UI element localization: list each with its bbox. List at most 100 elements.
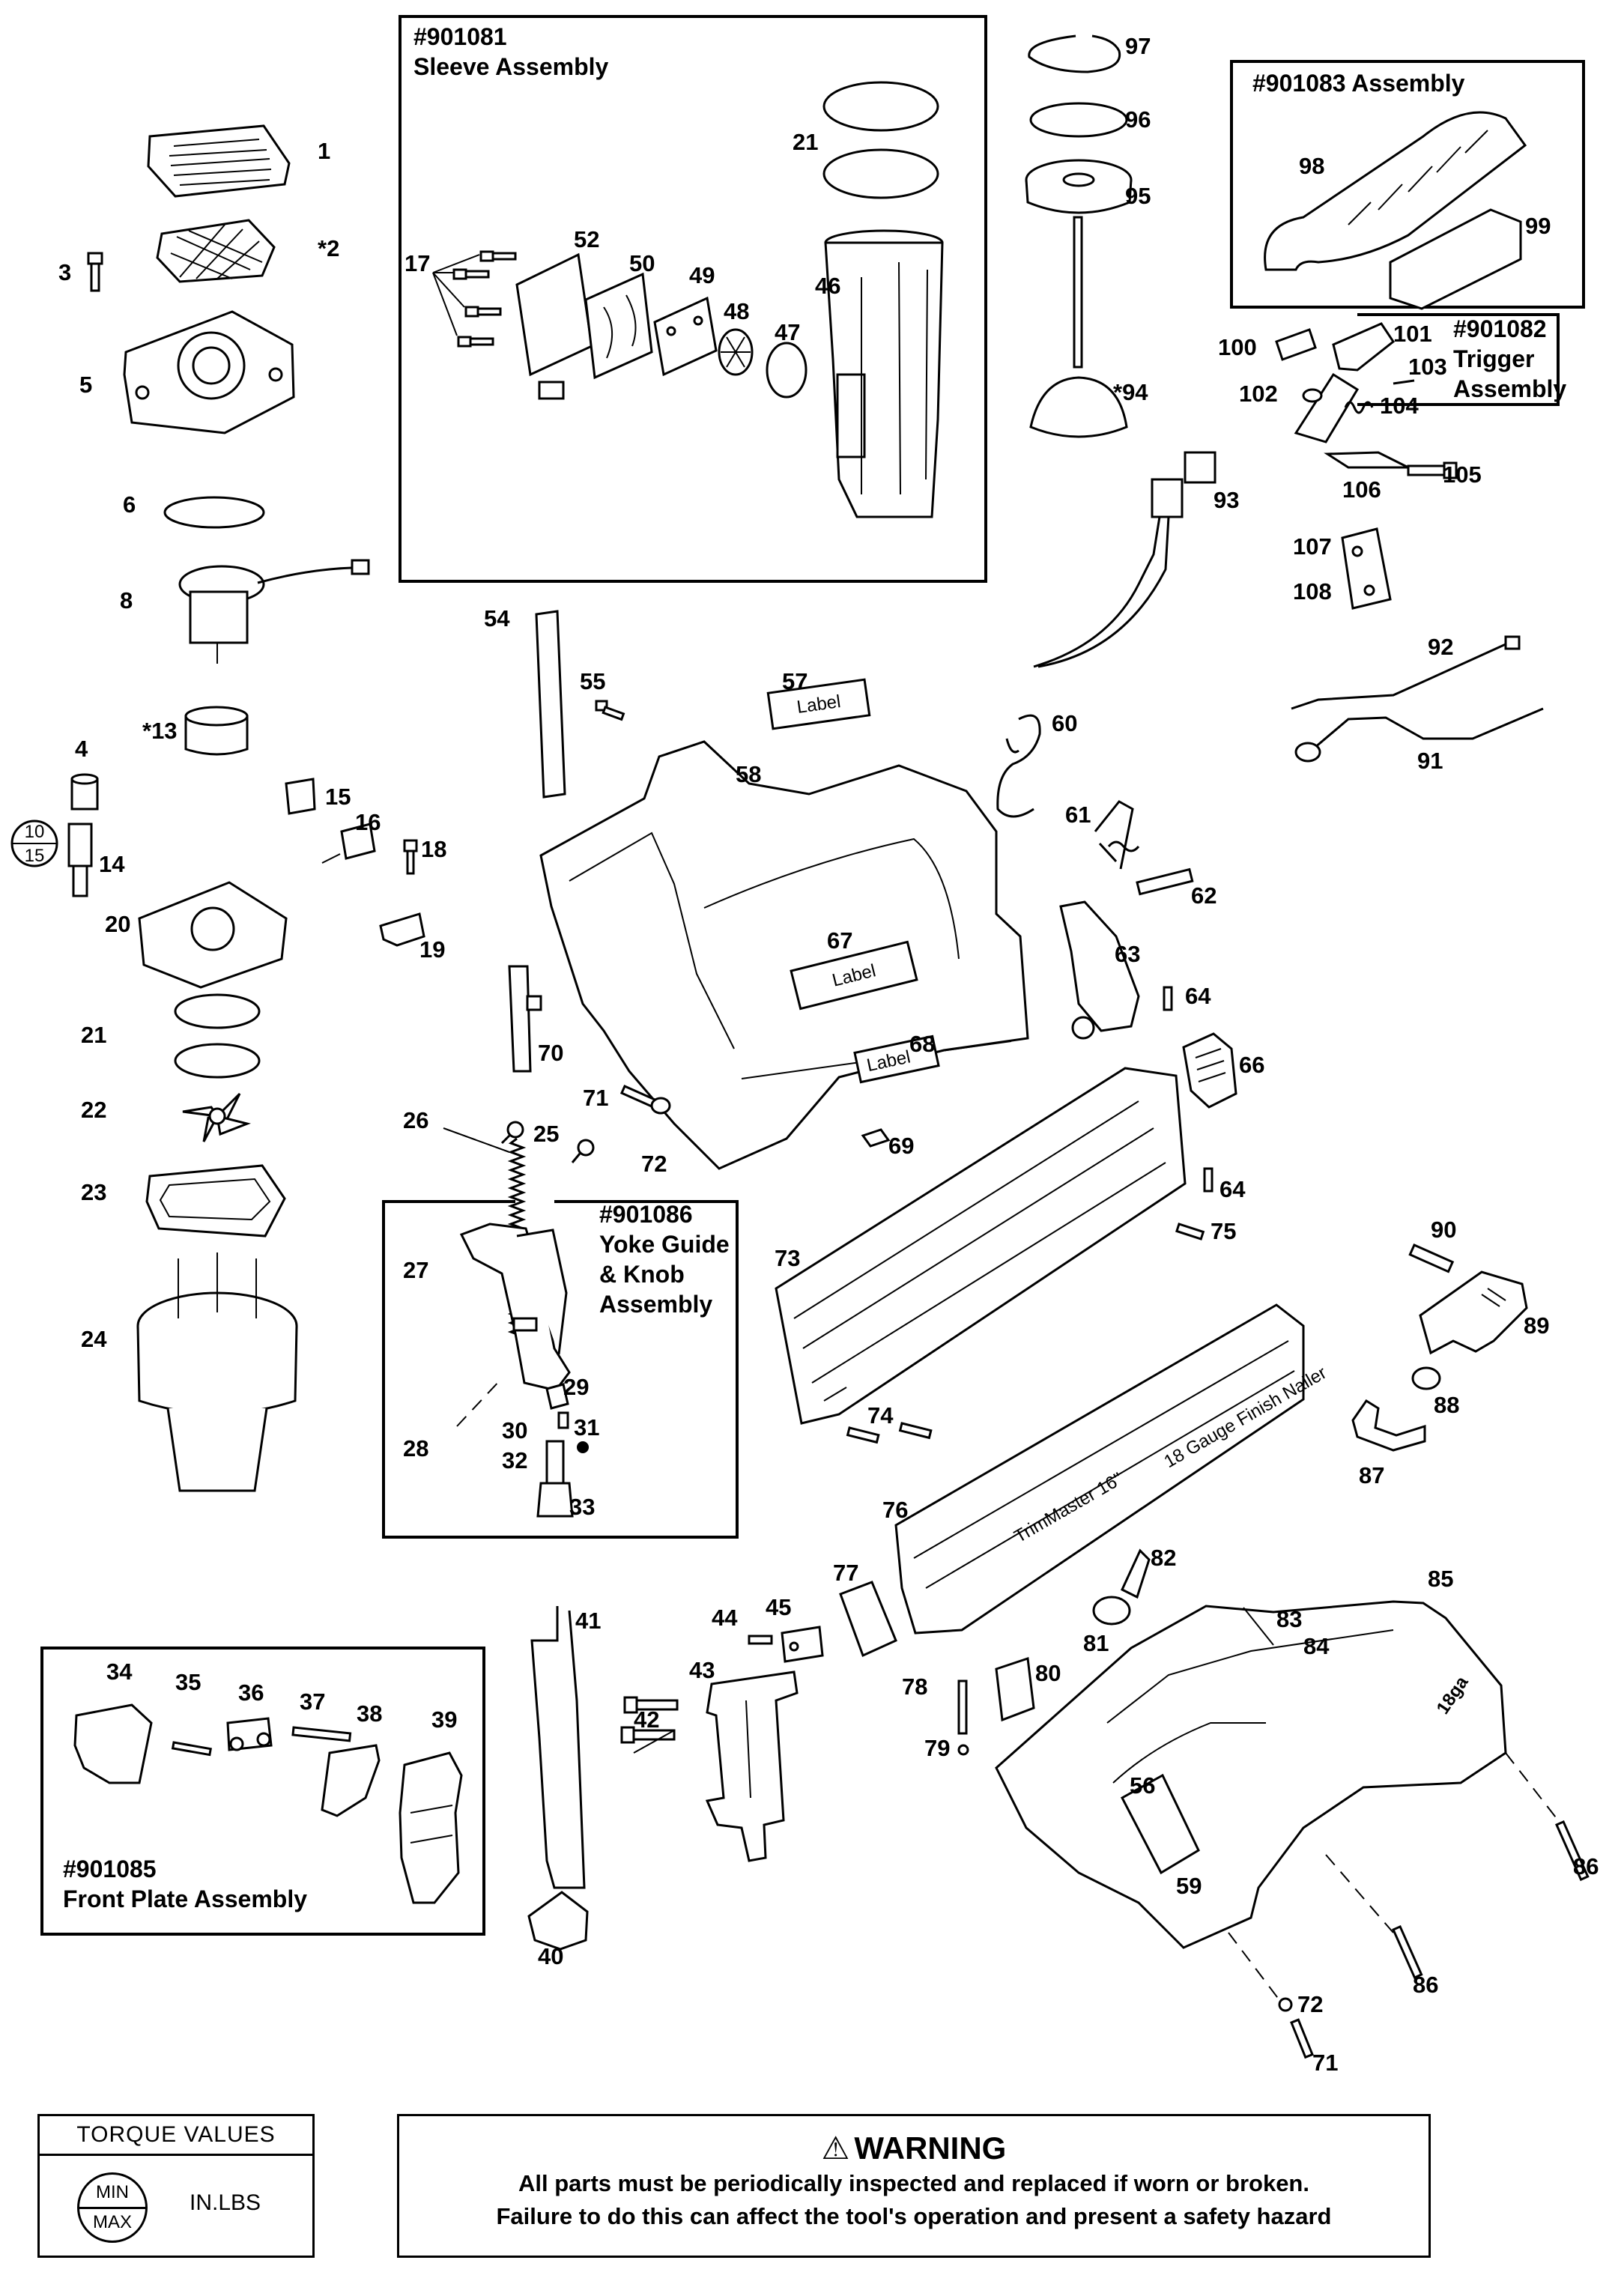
callout-108: 108 [1293, 578, 1332, 605]
callout-98: 98 [1299, 153, 1324, 179]
svg-text:& Knob: & Knob [599, 1261, 685, 1288]
callout-37: 37 [300, 1688, 325, 1715]
callout-59: 59 [1176, 1873, 1202, 1899]
callout-64-lower: 64 [1219, 1176, 1246, 1202]
part-81-roller [1092, 1596, 1131, 1626]
part-104-spring [1344, 401, 1374, 414]
callout-21-upper: 21 [793, 129, 818, 155]
part-105-screw [1407, 461, 1458, 479]
callout-73: 73 [775, 1245, 800, 1271]
part-102-pin [1302, 388, 1323, 403]
part-66-cover [1182, 1032, 1237, 1109]
callout-97: 97 [1125, 33, 1151, 59]
callout-2: *2 [318, 235, 339, 261]
part-4-bushing [70, 773, 99, 811]
callout-95: 95 [1125, 183, 1151, 209]
callout-76: 76 [882, 1497, 908, 1523]
part-35-pin [171, 1741, 212, 1757]
callout-105: 105 [1443, 461, 1482, 488]
part-14-spark-plug [67, 823, 93, 897]
sleeve-screws-17 [432, 250, 517, 348]
part-41-wire-rod [530, 1606, 586, 1889]
part-62-pin [1136, 867, 1194, 896]
callout-52: 52 [574, 226, 599, 252]
svg-text:#901083 Assembly: #901083 Assembly [1252, 70, 1465, 97]
warning-triangle-icon: ⚠ [821, 2130, 850, 2166]
callout-78: 78 [902, 1673, 927, 1700]
part-22-fan [182, 1092, 251, 1142]
callout-93: 93 [1214, 487, 1239, 513]
callout-80: 80 [1035, 1660, 1061, 1686]
part-13-sleeve [184, 706, 249, 756]
callout-14: 14 [99, 851, 125, 877]
callout-35: 35 [175, 1669, 201, 1695]
part-18-screw [403, 839, 418, 875]
callout-91: 91 [1417, 748, 1443, 774]
handle-assembly-box: #901083 Assembly [1230, 60, 1585, 309]
part-95-piston [1025, 159, 1133, 369]
callout-13: *13 [142, 718, 178, 744]
callout-85: 85 [1428, 1566, 1453, 1592]
part-3-screw [87, 252, 103, 292]
callout-102: 102 [1239, 381, 1278, 407]
part-34-cover [73, 1703, 153, 1784]
part-86-bolts [1325, 1752, 1590, 1979]
part-2-filter [156, 219, 276, 283]
callout-numbers: 1 *2 3 5 6 8 *13 4 14 20 21 22 23 24 15 … [58, 33, 1599, 2076]
part-80-latch [995, 1656, 1035, 1722]
callout-26: 26 [403, 1107, 428, 1133]
callout-55: 55 [580, 668, 605, 694]
callout-44: 44 [712, 1605, 738, 1631]
part-93-microswitch-harness [1033, 451, 1217, 668]
leader-lines [633, 1607, 1274, 1754]
torque-min-label: MIN [96, 2182, 129, 2202]
part-69-clip [861, 1128, 891, 1148]
part-39-plate-body [399, 1751, 463, 1904]
torque-divider [79, 2207, 145, 2209]
part-27-yoke [459, 1223, 571, 1392]
callout-46: 46 [815, 273, 840, 299]
callout-74: 74 [867, 1402, 894, 1429]
part-91-wire [1294, 707, 1544, 763]
callout-25: 25 [533, 1121, 559, 1147]
part-100-spring-clip [1275, 328, 1317, 361]
callout-8: 8 [120, 587, 133, 614]
part-43-front-plate [705, 1670, 799, 1862]
svg-text:Trigger: Trigger [1453, 345, 1534, 372]
warning-heading: ⚠WARNING [399, 2130, 1428, 2167]
torque-values-title: TORQUE VALUES [40, 2116, 312, 2156]
part-61-torsion-spring [1094, 800, 1140, 870]
part-63-linkage [1059, 900, 1140, 1040]
part-20-head-base [138, 881, 288, 989]
part-21-o-rings-lower [174, 993, 261, 1079]
callout-16: 16 [355, 809, 381, 835]
svg-text:#901085: #901085 [63, 1856, 157, 1882]
torque-unit-label: IN.LBS [190, 2190, 261, 2215]
callout-3: 3 [58, 259, 71, 285]
callout-24: 24 [81, 1326, 107, 1352]
callout-41: 41 [575, 1608, 601, 1634]
callout-86-right: 86 [1573, 1853, 1599, 1879]
part-55-screw [595, 700, 625, 721]
callout-99: 99 [1525, 213, 1551, 239]
callout-72-lower: 72 [1297, 1991, 1323, 2017]
callout-66: 66 [1239, 1052, 1264, 1078]
callout-22: 22 [81, 1097, 106, 1123]
torque-badge-10-15: 10 15 [10, 820, 58, 867]
callout-40: 40 [538, 1943, 563, 1969]
part-90-pin [1408, 1244, 1455, 1273]
part-74-screws [846, 1422, 933, 1444]
callout-103: 103 [1408, 354, 1447, 380]
part-52-plate [515, 252, 593, 400]
callout-45: 45 [766, 1594, 791, 1620]
torque-values-body: MIN MAX IN.LBS [40, 2156, 312, 2258]
part-1-cap [147, 124, 291, 198]
svg-text:#901086: #901086 [599, 1201, 693, 1228]
warning-box: ⚠WARNING All parts must be periodically … [397, 2114, 1431, 2258]
part-48-filter-disc [718, 328, 754, 376]
callout-56: 56 [1130, 1772, 1155, 1799]
callout-54: 54 [484, 605, 510, 631]
callout-6: 6 [123, 491, 136, 518]
callout-64-upper: 64 [1185, 983, 1211, 1009]
part-5-cylinder-head [123, 310, 295, 434]
